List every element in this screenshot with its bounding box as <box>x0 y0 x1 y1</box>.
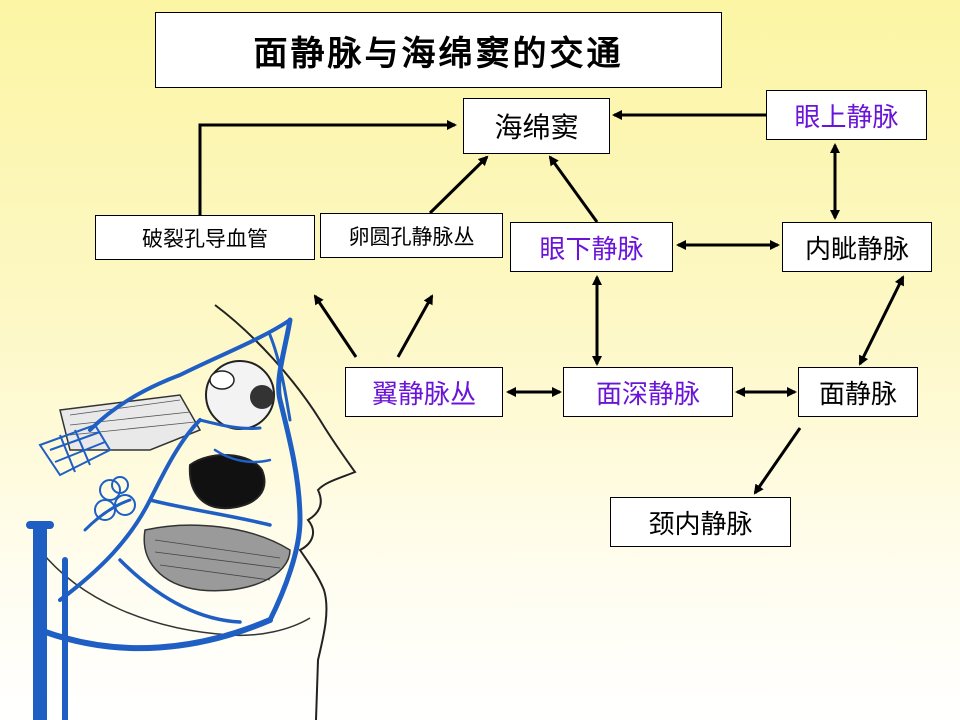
jaw-outline <box>39 549 311 637</box>
node-superior-ophthalmic-vein: 眼上静脉 <box>766 90 927 140</box>
node-facial-vein: 面静脉 <box>798 367 918 417</box>
arrow-pterygoid-lacerum <box>313 294 358 358</box>
arrow-ovale-to-sinus <box>428 155 489 215</box>
masseter-muscle <box>143 524 291 592</box>
arrow-inferior-to-sinus <box>548 155 599 223</box>
arrow-pterygoid-ovale <box>396 294 434 358</box>
face-vein-illustration <box>26 304 357 720</box>
arrow-angular-facial <box>858 275 905 366</box>
arrow-lacerum-to-sinus <box>198 120 457 215</box>
pupil <box>250 385 274 409</box>
page-title: 面静脉与海绵窦的交通 <box>155 12 722 88</box>
optic-muscle <box>209 370 235 390</box>
face-outline <box>214 304 357 720</box>
node-deep-facial-vein: 面深静脉 <box>563 367 733 417</box>
node-pterygoid-plexus: 翼静脉丛 <box>345 367 503 417</box>
node-angular-vein: 内眦静脉 <box>782 222 932 272</box>
node-foramen-lacerum-emissary: 破裂孔导血管 <box>95 215 315 260</box>
arrow-facial-jugular <box>753 427 802 495</box>
node-foramen-ovale-plexus: 卵圆孔静脉丛 <box>320 213 503 258</box>
facial-veins <box>26 317 303 720</box>
node-inferior-ophthalmic-vein: 眼下静脉 <box>510 222 673 272</box>
node-cavernous-sinus: 海绵窦 <box>463 98 610 154</box>
node-internal-jugular-vein: 颈内静脉 <box>610 497 791 547</box>
